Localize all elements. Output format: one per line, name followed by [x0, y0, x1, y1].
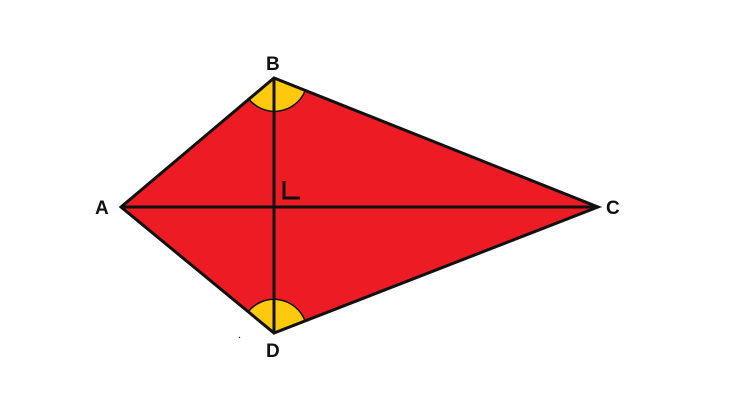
vertex-label-d: D — [266, 341, 280, 362]
angle-mark-d — [248, 299, 305, 333]
right-angle-mark — [282, 181, 300, 200]
angle-mark-b — [248, 78, 305, 112]
angle-arc-d — [247, 298, 306, 322]
vertex-label-c: C — [606, 198, 620, 219]
stray-tick — [238, 336, 241, 339]
vertex-label-a: A — [95, 198, 109, 219]
vertex-label-b: B — [266, 54, 280, 75]
angle-arc-b — [247, 90, 306, 113]
